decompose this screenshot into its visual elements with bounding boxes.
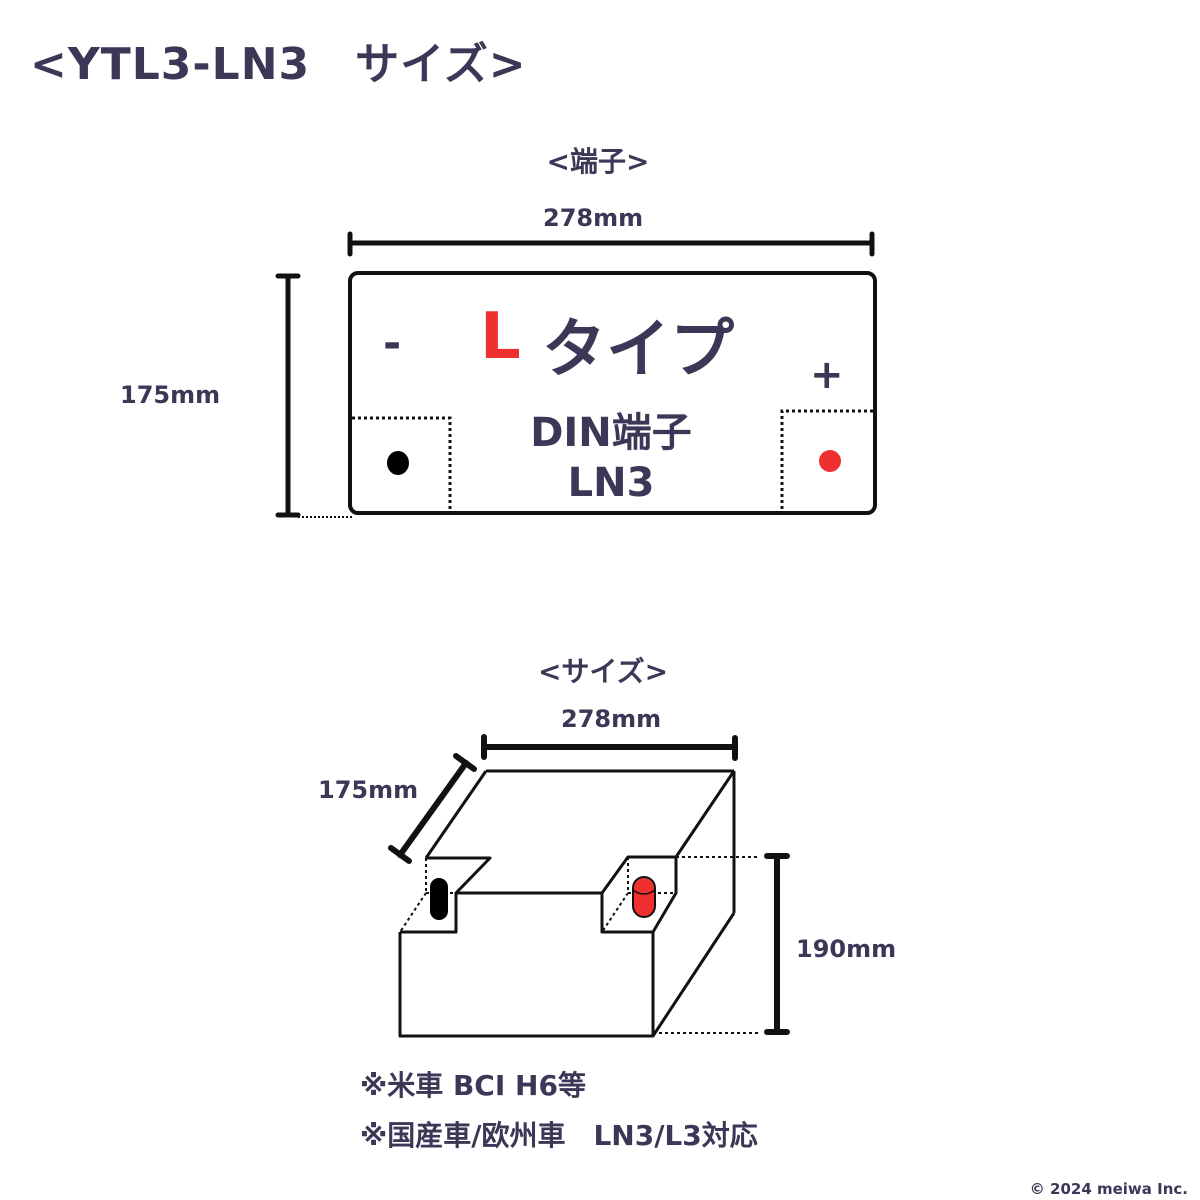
type-text: タイプ [542,313,734,387]
negative-terminal-post [430,878,448,920]
size-length-dimension [481,734,738,761]
minus-symbol: - [383,318,402,369]
battery-3d-view [398,769,736,1038]
terminal-width-dimension [347,231,875,257]
size-height-dimension [764,853,790,1035]
negative-terminal-dot [387,451,409,475]
battery-top-view [348,271,877,515]
size-height-label: 190mm [796,935,897,963]
positive-terminal-post [632,876,656,918]
terminal-section-heading: <端子> [546,145,650,178]
note-compatibility: ※国産車/欧州車 LN3/L3対応 [360,1119,758,1152]
size-length-label: 278mm [561,705,662,733]
terminal-code: LN3 [567,460,655,506]
terminal-height-label: 175mm [120,381,221,409]
terminal-width-label: 278mm [543,204,644,232]
size-width-label: 175mm [318,776,419,804]
plus-symbol: + [810,352,844,398]
terminal-name: DIN端子 [530,410,692,456]
note-us-vehicle: ※米車 BCI H6等 [360,1069,586,1102]
size-section-heading: <サイズ> [537,655,669,688]
positive-terminal-dot [819,450,841,472]
page-title: <YTL3-LN3 サイズ> [30,39,527,90]
terminal-height-dimension [275,273,301,518]
type-letter: L [480,300,521,374]
size-width-dimension [388,753,477,864]
copyright: © 2024 meiwa Inc. [1029,1180,1188,1198]
